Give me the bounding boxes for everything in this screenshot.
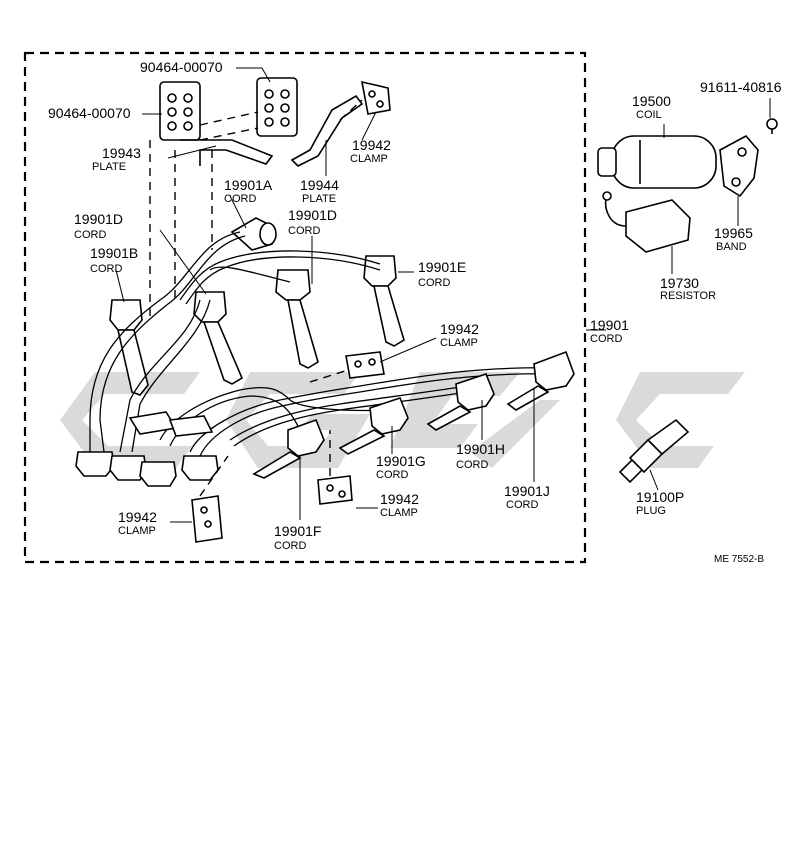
clamp-left: [191, 495, 223, 543]
resistor: [602, 191, 691, 253]
label-cord-f-num: 19901F: [274, 523, 321, 539]
label-cord-g-num: 19901G: [376, 453, 426, 469]
label-cord-set-name: CORD: [590, 333, 622, 345]
assembly-frame: [23, 51, 587, 564]
clamp-lower: [317, 475, 353, 505]
cord-19901B: [109, 299, 149, 396]
label-plate-19943-num: 19943: [102, 145, 141, 161]
cord-19901E: [363, 255, 405, 347]
label-bolt-coil: 91611-40816: [700, 79, 782, 95]
label-plug-name: PLUG: [636, 505, 666, 517]
coil-band: [719, 134, 759, 198]
clamp-middle: [345, 351, 385, 379]
figure-reference: ME 7552-B: [714, 554, 764, 565]
bracket-right: [256, 77, 298, 137]
label-band-name: BAND: [716, 241, 747, 253]
label-cord-h-name: CORD: [456, 459, 488, 471]
label-bolt-a: 90464-00070: [140, 59, 223, 75]
cord-boots-left: [75, 411, 219, 487]
label-resistor-name: RESISTOR: [660, 290, 716, 302]
label-clamp-top-num: 19942: [352, 137, 391, 153]
cord-19901A: [230, 217, 277, 251]
label-cord-h-num: 19901H: [456, 441, 505, 457]
label-coil-name: COIL: [636, 109, 662, 121]
label-cord-j-num: 19901J: [504, 483, 550, 499]
label-plug-num: 19100P: [636, 489, 684, 505]
label-clamp-mid-name: CLAMP: [440, 337, 478, 349]
label-cord-e-name: CORD: [418, 277, 450, 289]
label-bolt-b: 90464-00070: [48, 105, 131, 121]
spark-plug: [618, 418, 690, 484]
label-cord-b-num: 19901B: [90, 245, 138, 261]
label-clamp-mid-num: 19942: [440, 321, 479, 337]
clamp-top: [360, 80, 391, 115]
label-cord-d2-name: CORD: [288, 225, 320, 237]
cord-19901G: [338, 397, 409, 455]
coil-bolt: [766, 118, 778, 134]
label-clamp-low-num: 19942: [380, 491, 419, 507]
plate-19944: [290, 94, 364, 167]
label-clamp-low-name: CLAMP: [380, 507, 418, 519]
cord-19901J: [506, 350, 575, 411]
label-cord-f-name: CORD: [274, 540, 306, 552]
ignition-coil: [597, 135, 717, 189]
cord-19901H: [426, 373, 495, 431]
label-cord-e-num: 19901E: [418, 259, 466, 275]
label-cord-d1-num: 19901D: [74, 211, 123, 227]
label-clamp-left-num: 19942: [118, 509, 157, 525]
leader-lines: [115, 67, 771, 523]
label-clamp-left-name: CLAMP: [118, 525, 156, 537]
cord-19901D-left: [193, 291, 244, 385]
label-cord-b-name: CORD: [90, 263, 122, 275]
label-cord-g-name: CORD: [376, 469, 408, 481]
label-cord-d2-num: 19901D: [288, 207, 337, 223]
label-clamp-top-name: CLAMP: [350, 153, 388, 165]
label-cord-a-num: 19901A: [224, 177, 273, 193]
label-band-num: 19965: [714, 225, 753, 241]
label-coil-num: 19500: [632, 93, 671, 109]
plate-19943: [180, 139, 274, 166]
cord-19901D-center: [275, 269, 319, 369]
cord-19901F: [252, 418, 325, 479]
label-plate-19943-name: PLATE: [92, 161, 126, 173]
label-cord-j-name: CORD: [506, 499, 538, 511]
label-plate-19944-num: 19944: [300, 177, 339, 193]
label-cord-set-num: 19901: [590, 317, 629, 333]
label-cord-a-name: CORD: [224, 193, 256, 205]
label-resistor-num: 19730: [660, 275, 699, 291]
label-cord-d1-name: CORD: [74, 229, 106, 241]
bracket-left: [159, 81, 201, 141]
label-plate-19944-name: PLATE: [302, 193, 336, 205]
wire-harness: [89, 231, 561, 457]
